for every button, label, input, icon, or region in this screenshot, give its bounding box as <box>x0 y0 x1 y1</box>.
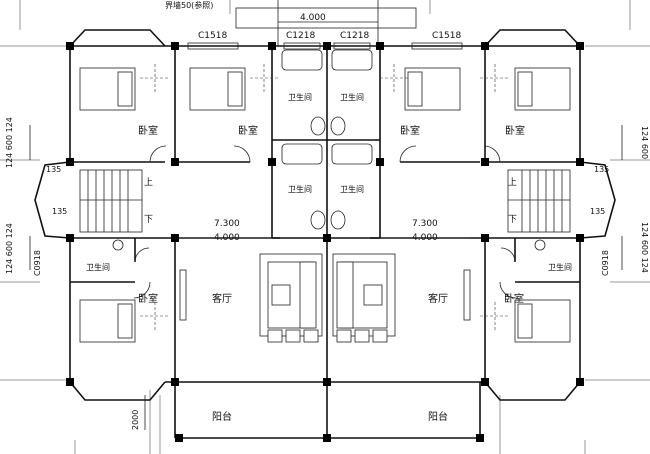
window-c1218-left: C1218 <box>286 31 315 41</box>
room-bedroom-3: 卧室 <box>400 124 420 137</box>
interior-walls <box>70 46 580 382</box>
room-bedroom-6: 卧室 <box>504 292 524 305</box>
room-living-right: 客厅 <box>428 292 448 305</box>
room-balcony-right: 阳台 <box>428 410 448 423</box>
room-bedroom-1: 卧室 <box>138 124 158 137</box>
dim-left-side-top: 124 600 124 <box>5 117 14 168</box>
door-swings <box>133 145 517 299</box>
dim-bottom-2000: 2000 <box>131 410 140 430</box>
ceiling-fixtures <box>140 64 510 330</box>
dim-right-side-top: 124 600 <box>640 126 649 159</box>
dim-top-4000: 4.000 <box>300 13 326 23</box>
window-openings <box>179 42 471 321</box>
room-bath-3: 卫生间 <box>288 184 312 194</box>
window-c0918-right: C0918 <box>601 250 610 276</box>
dim-right-135a: 135 <box>594 165 609 174</box>
stair-right-down: 下 <box>508 215 517 225</box>
dim-left-7300: 7.300 <box>214 219 240 229</box>
dimension-lines <box>29 21 623 430</box>
stair-left-down: 下 <box>144 215 153 225</box>
dim-right-4000: 4.000 <box>412 233 438 243</box>
bed <box>79 67 571 343</box>
structural-columns <box>66 42 584 442</box>
room-bath-1: 卫生间 <box>288 92 312 102</box>
dim-left-135b: 135 <box>52 207 67 216</box>
room-bedroom-5: 卧室 <box>138 292 158 305</box>
top-note: 界墙50(参照) <box>165 0 213 10</box>
room-bath-2: 卫生间 <box>340 92 364 102</box>
room-bath-4: 卫生间 <box>340 184 364 194</box>
room-bedroom-2: 卧室 <box>238 124 258 137</box>
window-c1518-left: C1518 <box>198 31 227 41</box>
dim-left-135a: 135 <box>46 165 61 174</box>
dim-left-4000: 4.000 <box>214 233 240 243</box>
room-living-left: 客厅 <box>212 292 232 305</box>
room-bedroom-4: 卧室 <box>505 124 525 137</box>
top-terrace <box>235 0 417 46</box>
dim-left-side-bottom: 124 600 124 <box>5 223 14 274</box>
window-c1218-right: C1218 <box>340 31 369 41</box>
left-stairs <box>79 169 143 233</box>
window-c0918-left: C0918 <box>33 250 42 276</box>
right-stairs <box>507 169 571 233</box>
dim-right-side-bottom: 124 600 124 <box>640 222 649 273</box>
dim-right-7300: 7.300 <box>412 219 438 229</box>
room-balcony-left: 阳台 <box>212 410 232 423</box>
stair-right-up: 上 <box>508 177 517 188</box>
sofa-set <box>259 253 396 343</box>
window-c1518-right: C1518 <box>432 31 461 41</box>
bath-fixtures <box>112 49 546 251</box>
room-bath-6: 卫生间 <box>548 262 572 272</box>
room-bath-5: 卫生间 <box>86 262 110 272</box>
stair-left-up: 上 <box>144 177 153 188</box>
dim-right-135b: 135 <box>590 207 605 216</box>
